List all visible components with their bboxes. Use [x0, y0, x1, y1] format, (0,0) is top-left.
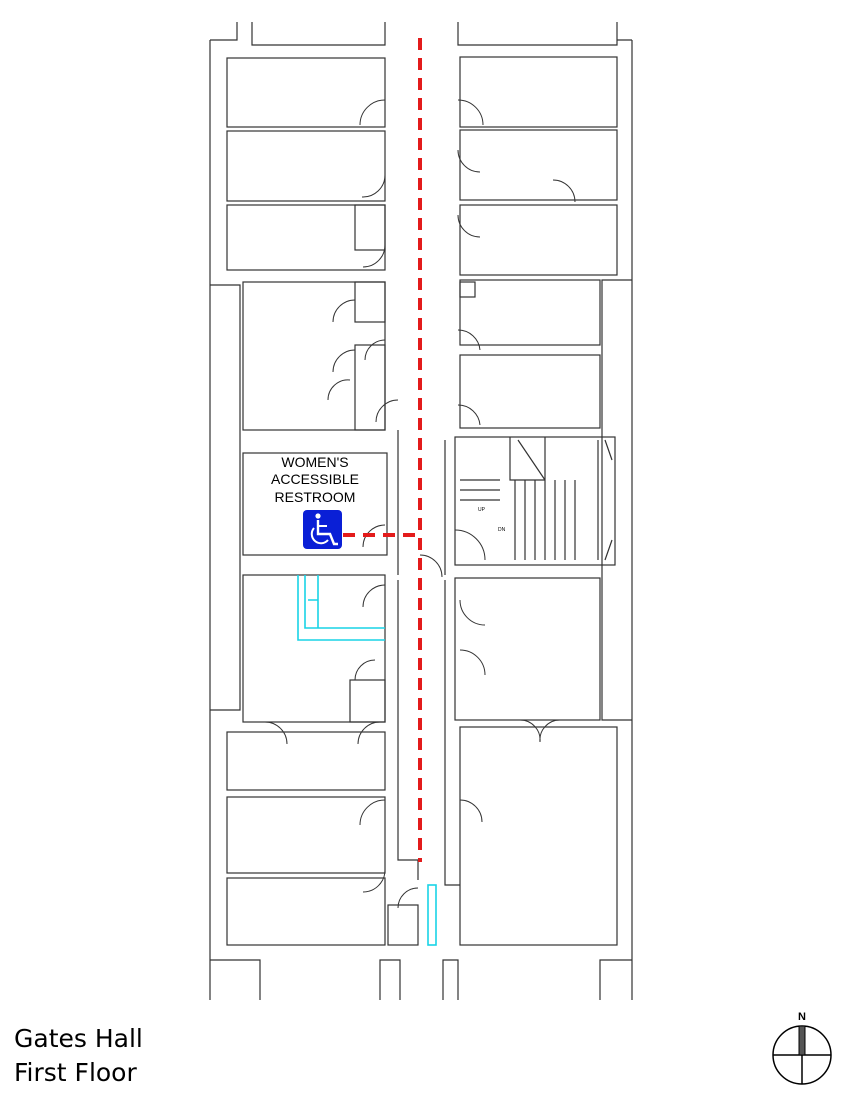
corridor-walls — [397, 430, 460, 886]
compass-north-label: N — [798, 1011, 806, 1023]
rooms-west — [226, 57, 419, 946]
restroom-label-line-1: WOMEN'S — [281, 454, 348, 470]
rooms-east — [454, 56, 618, 946]
floor-name: First Floor — [14, 1058, 137, 1087]
wheelchair-accessible-icon — [303, 510, 342, 549]
doors — [264, 99, 576, 909]
stair-up-label: UP — [478, 507, 486, 513]
restroom — [242, 452, 388, 556]
restroom-label-line-3: RESTROOM — [275, 489, 356, 505]
accessible-route — [343, 38, 422, 862]
restroom-label: WOMEN'S ACCESSIBLE RESTROOM — [271, 454, 359, 505]
outer-walls — [209, 22, 633, 1000]
building-name: Gates Hall — [14, 1024, 143, 1053]
stair-down-label: DN — [498, 527, 506, 533]
north-arrow-icon: N — [772, 1011, 832, 1085]
stairs — [460, 437, 613, 561]
fixtures — [297, 575, 437, 946]
restroom-label-line-2: ACCESSIBLE — [271, 471, 359, 487]
